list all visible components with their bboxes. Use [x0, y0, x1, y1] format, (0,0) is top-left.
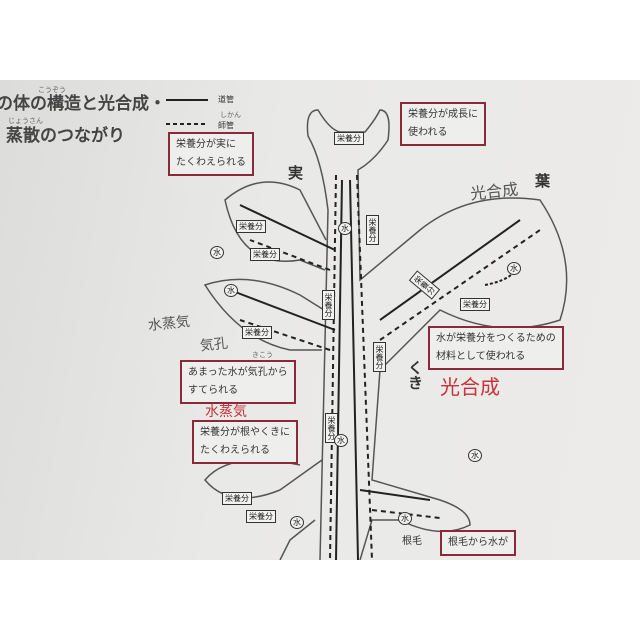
tag-nutrient: 栄養分: [250, 248, 280, 261]
red-handwriting-photosynthesis: 光合成: [440, 375, 500, 399]
textbook-page: こうぞう の体の構造と光合成・ じょうさん 蒸散のつながり: [0, 80, 640, 560]
red-handwriting-water-vapor: 水蒸気: [205, 404, 247, 420]
water-icon: 水: [224, 284, 238, 297]
plant-diagram: [166, 99, 568, 560]
note-root-storage: 栄養分が根やくきにたくわえられる: [192, 420, 298, 464]
note-photosynthesis: 水が栄養分をつくるための材料として使われる: [428, 326, 564, 370]
leaf-mid-left: [203, 278, 325, 351]
page-subtitle: 蒸散のつながり: [6, 126, 125, 146]
tag-nutrient: 栄養分: [242, 326, 272, 339]
legend-phloem-label: 師管: [218, 121, 234, 130]
plant-outline: [306, 109, 568, 560]
tag-nutrient: 栄養分: [222, 492, 252, 505]
label-leaf: 葉: [535, 172, 551, 190]
note-text: あまった水が気孔からすてられる: [188, 367, 288, 396]
water-icon: 水: [290, 516, 304, 529]
title-ruby-2: じょうさん: [8, 117, 43, 125]
label-stem: くき: [406, 360, 424, 390]
note-growth: 栄養分が成長に使われる: [400, 102, 486, 146]
page-title: の体の構造と光合成・: [0, 94, 166, 114]
handwriting-photosynthesis: 光合成: [469, 179, 520, 204]
tag-nutrient: 栄養分: [334, 132, 364, 145]
tag-nutrient: 栄養分: [460, 298, 490, 311]
note-fruit: 栄養分が実にたくわえられる: [168, 132, 254, 176]
water-icon: 水: [338, 222, 352, 235]
water-icon: 水: [398, 512, 412, 525]
note-text: 栄養分が根やくきにたくわえられる: [200, 427, 290, 456]
tag-nutrient: 栄養分: [373, 342, 386, 372]
tag-nutrient: 栄養分: [322, 290, 335, 320]
handwriting-stoma: 気孔: [199, 335, 229, 355]
tag-nutrient: 栄養分: [366, 215, 379, 245]
water-icon: 水: [507, 262, 521, 275]
water-icon: 水: [334, 434, 348, 447]
note-text: 栄養分が成長に使われる: [408, 109, 478, 138]
note-transpiration: あまった水が気孔からすてられる: [180, 360, 296, 404]
legend-phloem-ruby: しかん: [220, 111, 241, 119]
label-root-hair: 根毛: [402, 536, 422, 547]
note-text: 水が栄養分をつくるための材料として使われる: [436, 333, 556, 362]
legend-xylem-label: 道管: [218, 95, 234, 104]
title-ruby: こうぞう: [38, 86, 66, 94]
water-icon: 水: [468, 449, 482, 462]
note-ruby: きこう: [252, 351, 273, 359]
root-left: [279, 519, 316, 560]
label-fruit: 実: [288, 164, 304, 182]
water-icon: 水: [210, 246, 224, 259]
tag-nutrient: 栄養分: [246, 510, 276, 523]
note-text: 栄養分が実にたくわえられる: [176, 139, 246, 168]
note-text: 根毛から水が: [448, 537, 508, 548]
note-root-water: 根毛から水が: [440, 530, 516, 556]
tag-nutrient: 栄養分: [236, 220, 266, 233]
